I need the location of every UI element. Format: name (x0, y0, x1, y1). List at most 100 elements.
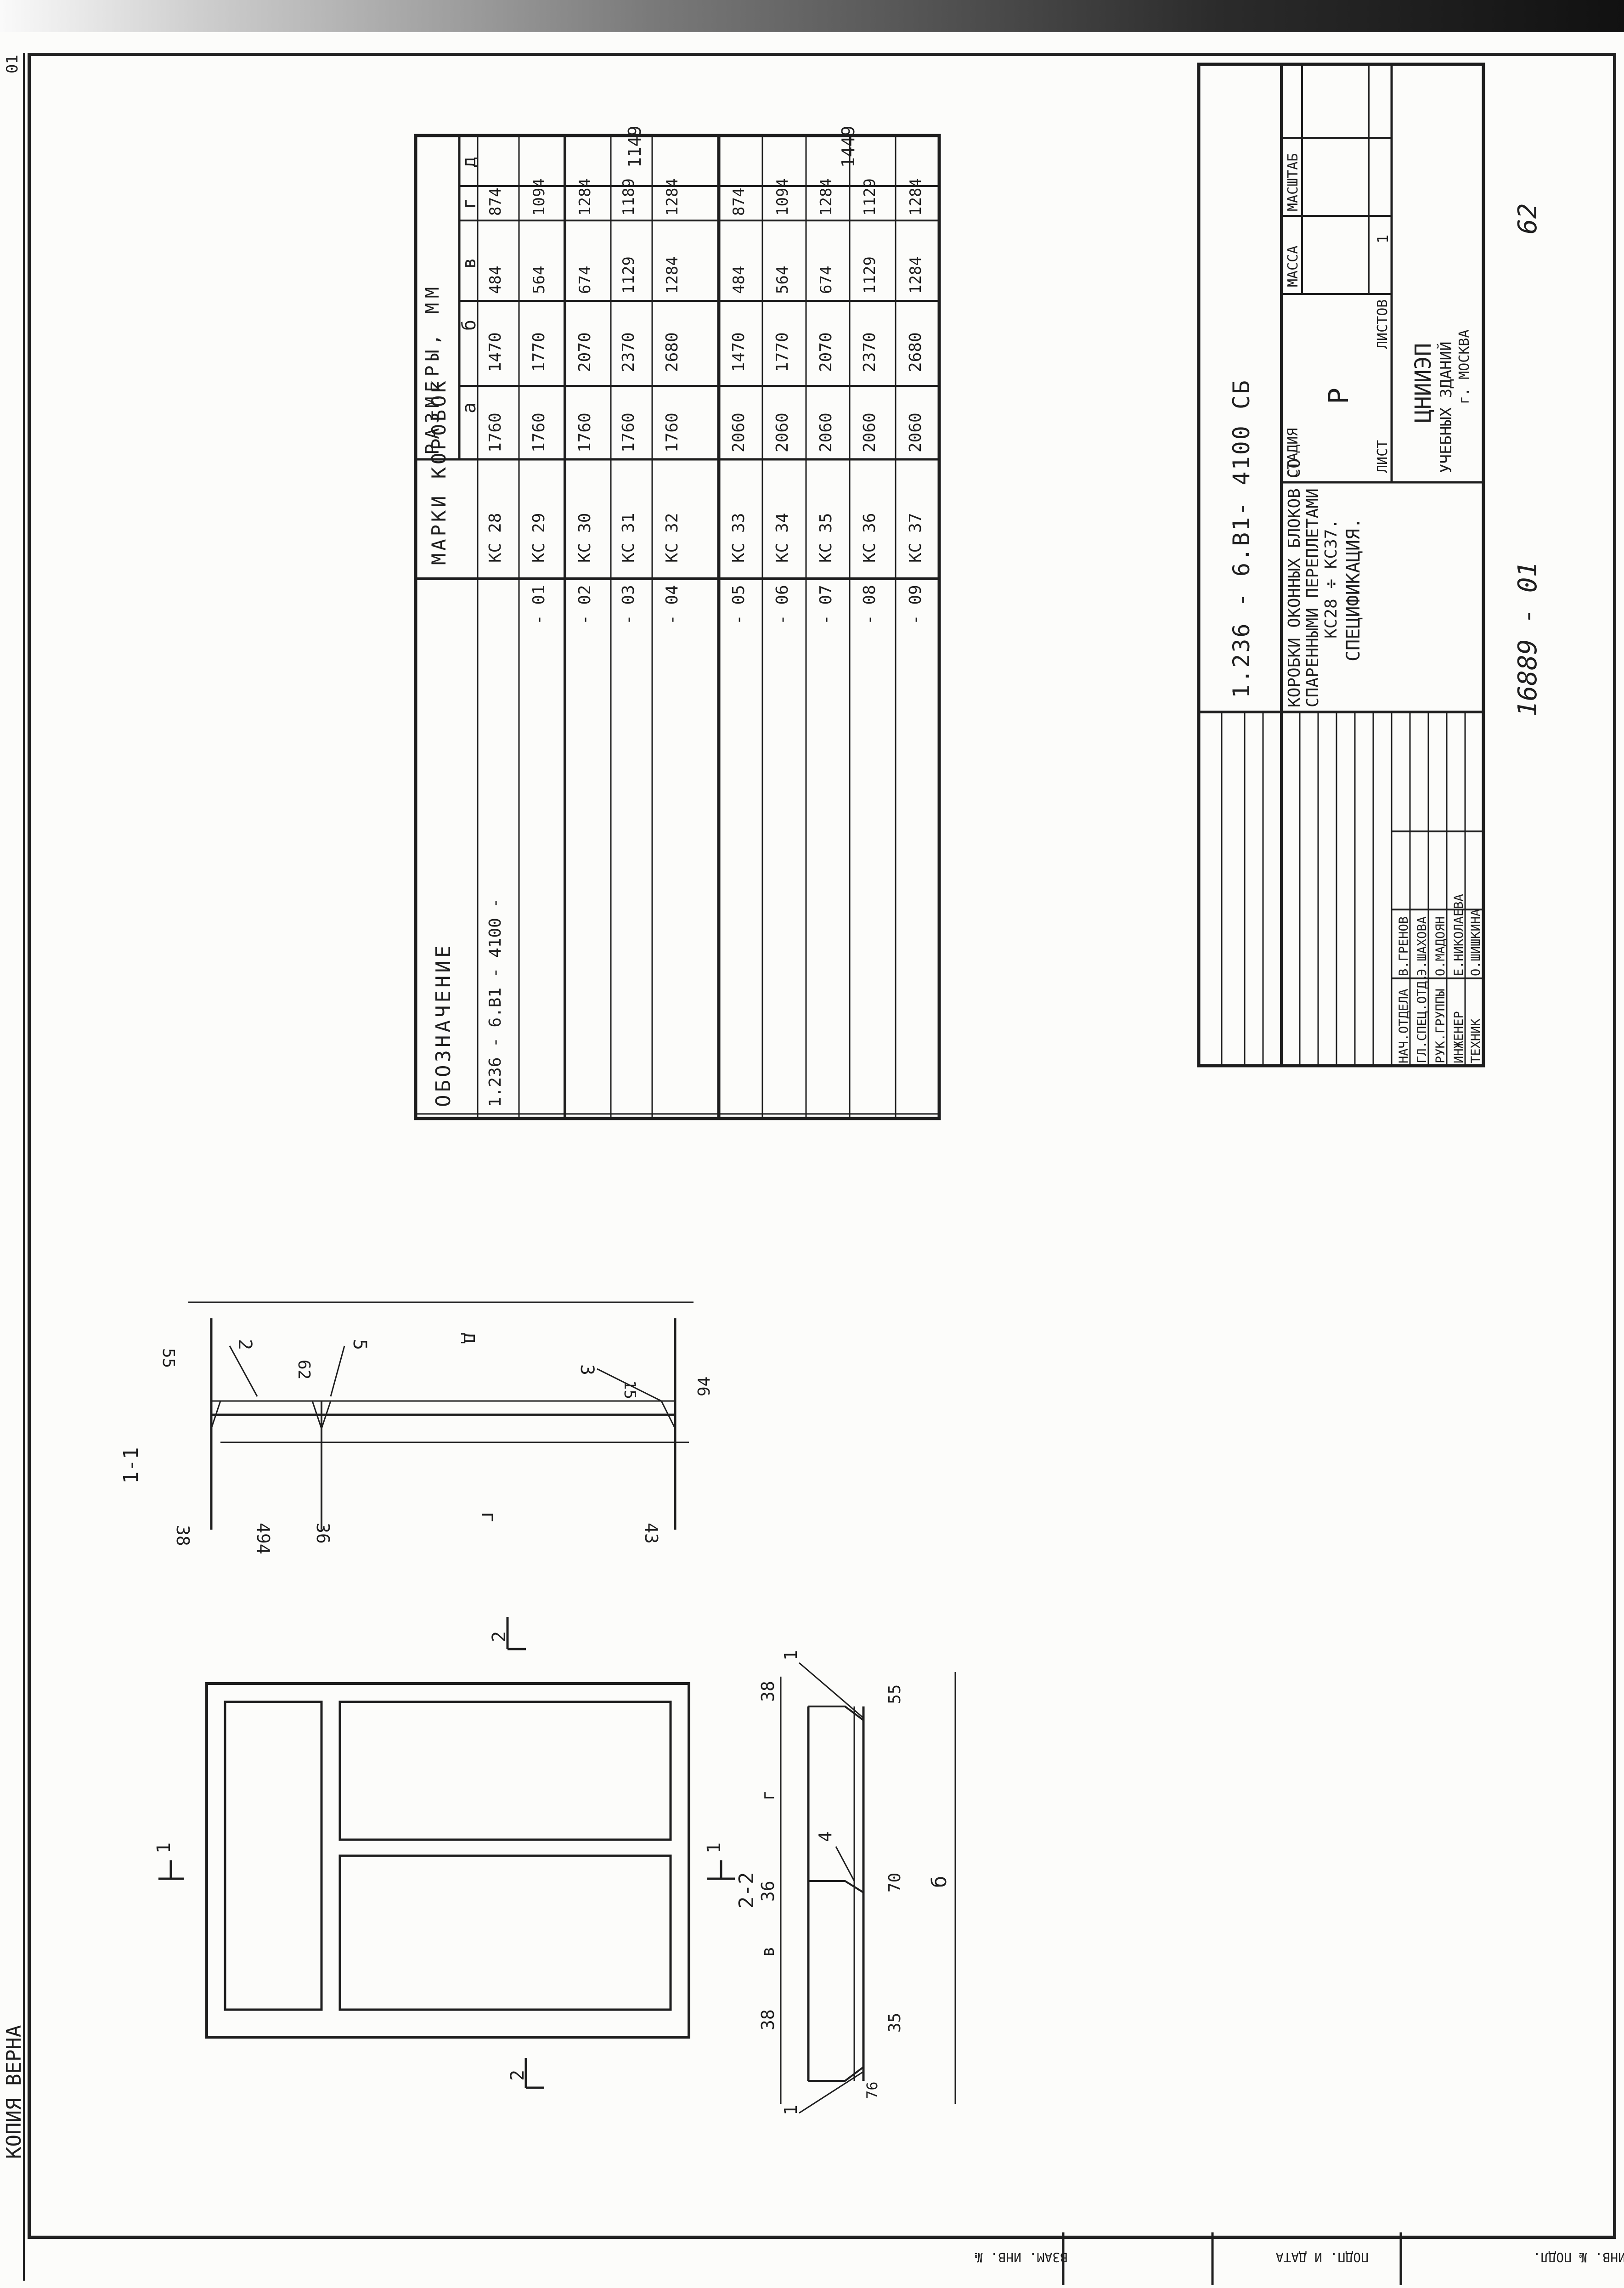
cell-designation: 1.236 - 6.В1 - 4100 - (486, 898, 505, 1107)
staff-role: ИНЖЕНЕР (1452, 1011, 1466, 1063)
cut-label-1a: 1 (153, 1842, 175, 1853)
cell-a: 2060 (860, 412, 879, 452)
cell-g: 1094 (773, 178, 792, 216)
header-sizes: РАЗМЕРЫ, ММ (422, 282, 443, 455)
cell-b: 2680 (663, 332, 682, 372)
staff-name: О.ШИШКИНА (1469, 909, 1483, 976)
size-header-d: д (459, 157, 480, 168)
sheets-value: 1 (1374, 235, 1392, 243)
hdr-stage: СТАДИЯ (1285, 428, 1301, 478)
sec2-dim-70: 70 (885, 1873, 904, 1893)
cut-label-2b: 2 (489, 1631, 510, 1642)
cell-designation: - 05 (729, 585, 748, 625)
sheet-corner-number: 01 (3, 55, 22, 73)
stage-value: Р (1323, 388, 1355, 404)
cell-b: 2070 (817, 332, 835, 372)
sec2-dim-g: г (758, 1790, 778, 1801)
cell-g: 874 (486, 188, 505, 216)
sec1-dim-94: 94 (695, 1377, 714, 1396)
cell-mark: КС 37 (906, 513, 925, 563)
sec2-dim-35: 35 (885, 2013, 904, 2033)
sec2-callout-1a: 1 (781, 2105, 801, 2115)
sec1-callout-3: 3 (576, 1364, 598, 1375)
hdr-scale: МАСШТАБ (1285, 153, 1301, 211)
cell-v: 564 (530, 266, 548, 294)
scan-edge-shadow (0, 0, 1624, 32)
staff-role: РУК.ГРУППЫ (1433, 989, 1448, 1063)
sec2-dim-76: 76 (863, 2081, 881, 2099)
cell-mark: КС 36 (860, 513, 879, 563)
cell-b: 2370 (619, 332, 638, 372)
size-header-a: а (459, 402, 480, 413)
title-block: 1.236 - 6.В1- 4100 СБ КОРОБКИ ОКОННЫХ БЛ… (1197, 62, 1485, 1068)
sec2-dim-v: в (758, 1946, 778, 1957)
cell-mark: КС 29 (530, 513, 548, 563)
cell-designation: - 04 (663, 585, 682, 625)
title-line3: КС28 ÷ КС37. (1322, 519, 1341, 638)
staff-name: Э.ШАХОВА (1415, 916, 1429, 976)
cell-v: 1284 (663, 256, 682, 294)
sec2-dim-b: б (928, 1876, 951, 1888)
cell-a: 2060 (773, 412, 792, 452)
cell-v: 1284 (907, 256, 925, 294)
cell-a: 2060 (817, 412, 835, 452)
cell-mark: КС 35 (817, 513, 835, 563)
cell-g: 1189 (620, 178, 638, 216)
sec1-dim-g: г (477, 1511, 501, 1524)
sec2-dim-36: 36 (758, 1881, 778, 1902)
cell-v: 484 (486, 266, 505, 294)
sec1-dim-d: д (459, 1332, 482, 1345)
cell-designation: - 07 (817, 585, 835, 625)
cell-v: 564 (773, 266, 792, 294)
cell-g: 1094 (530, 178, 548, 216)
cell-b: 1470 (486, 332, 505, 372)
sec1-dim-15: 15 (620, 1380, 639, 1399)
sec1-dim-43: 43 (641, 1523, 661, 1544)
size-header-v: в (459, 258, 480, 269)
cell-mark: КС 30 (575, 513, 594, 563)
sec1-dim-36: 36 (313, 1523, 333, 1544)
cell-b: 2070 (575, 332, 594, 372)
binding-strip (0, 53, 25, 2281)
cell-designation: - 08 (860, 585, 879, 625)
section-1-1: 1-1 38 494 36 г 43 55 62 15 94 д 2 5 3 (119, 1301, 714, 1554)
header-designation: ОБОЗНАЧЕНИЕ (432, 943, 455, 1107)
org-line1: ЦНИИЭП (1410, 343, 1436, 423)
hdr-sheets: ЛИСТОВ (1375, 299, 1391, 349)
section-1-title: 1-1 (119, 1447, 143, 1484)
margin-note: КОПИЯ ВЕРНА (2, 2025, 26, 2159)
size-header-b: б (459, 320, 480, 331)
cell-mark: КС 32 (663, 513, 682, 563)
page-number: 62 (1513, 203, 1543, 234)
stamp-podp-data: ПОДП. И ДАТА (1276, 2250, 1369, 2265)
cell-b: 2680 (906, 332, 925, 372)
drawing-frame (28, 53, 1616, 2239)
cell-a: 2060 (729, 412, 748, 452)
d-value-2: 1449 (838, 125, 858, 168)
sec2-dim-55: 55 (885, 1684, 904, 1704)
hdr-mass: МАССА (1285, 246, 1301, 287)
cell-designation: - 09 (906, 585, 925, 625)
sec1-dim-62: 62 (294, 1360, 313, 1379)
staff-name: В.ГРЕНОВ (1397, 916, 1411, 976)
cell-a: 1760 (619, 412, 638, 452)
stamp-strip: ИНВ. № ПОДЛ. ПОДП. И ДАТА ВЗАМ. ИНВ. № (975, 2232, 1624, 2285)
stamp-inv-podl: ИНВ. № ПОДЛ. (1533, 2250, 1624, 2265)
cell-mark: КС 31 (619, 513, 638, 563)
cell-g: 874 (730, 188, 748, 216)
document-code: 1.236 - 6.В1- 4100 СБ (1228, 379, 1255, 698)
sec2-callout-1b: 1 (781, 1650, 801, 1661)
cell-g: 1129 (861, 178, 879, 216)
d-value-1: 1149 (625, 125, 645, 168)
staff-role: ГЛ.СПЕЦ.ОТД. (1415, 974, 1429, 1063)
staff-role: НАЧ.ОТДЕЛА (1397, 989, 1411, 1063)
cut-label-2a: 2 (507, 2070, 528, 2081)
title-line1: КОРОБКИ ОКОННЫХ БЛОКОВ СО (1285, 458, 1304, 707)
org-line2: УЧЕБНЫХ ЗДАНИЙ (1437, 341, 1455, 473)
sec2-dim-38a: 38 (758, 2009, 778, 2030)
cell-mark: КС 33 (729, 513, 748, 563)
stamp-vzam-inv: ВЗАМ. ИНВ. № (975, 2250, 1068, 2265)
cell-g: 1284 (663, 178, 682, 216)
